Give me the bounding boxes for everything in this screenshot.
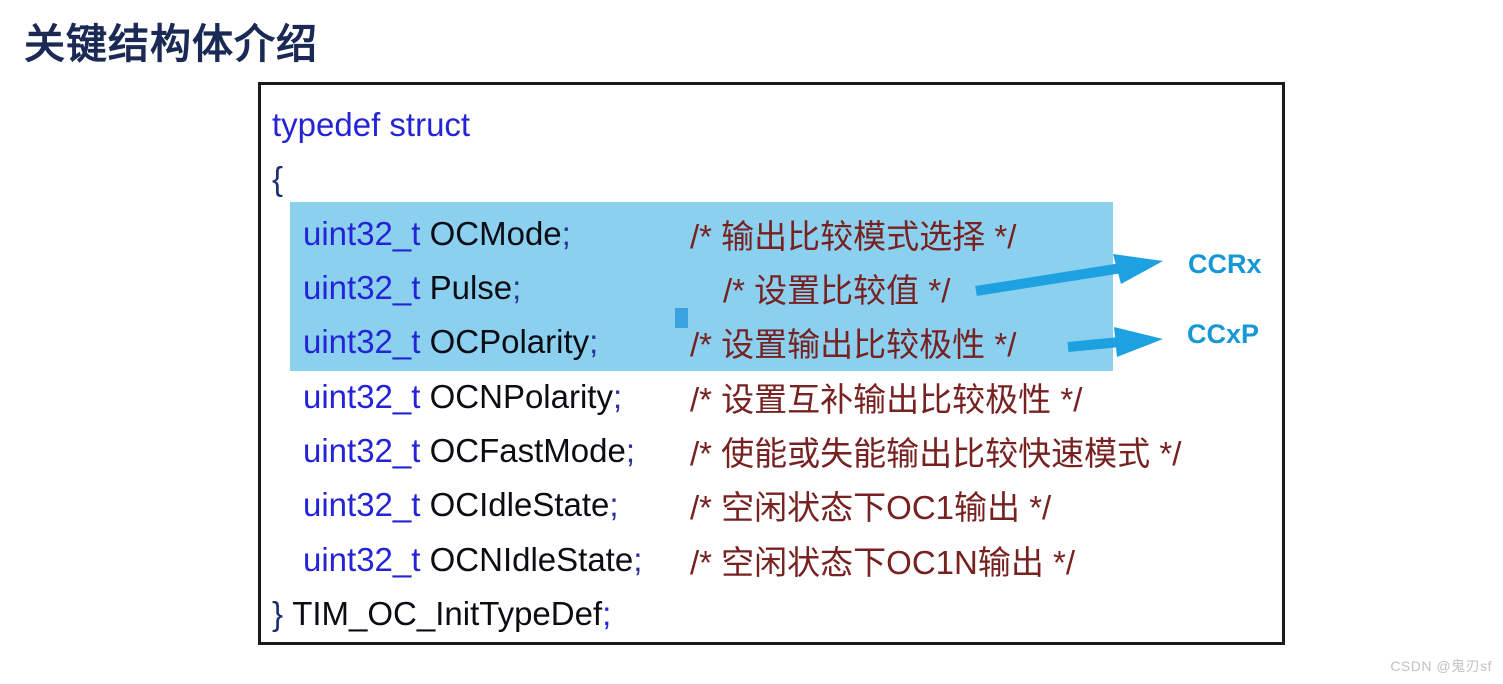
semicolon: ; <box>589 323 599 361</box>
member-name: OCNPolarity <box>429 377 613 415</box>
code-line-ocpolarity: uint32_t OCPolarity;/* 设置输出比较极性 */ <box>303 315 1282 369</box>
type-keyword: uint32_t <box>303 540 430 578</box>
code-line-footer: } TIM_OC_InitTypeDef ; <box>272 587 1282 641</box>
open-brace: { <box>272 160 284 198</box>
member-name: OCNIdleState <box>429 540 634 578</box>
close-brace: } <box>272 594 284 632</box>
type-keyword: uint32_t <box>303 323 430 361</box>
typedef-name-text: TIM_OC_InitTypeDef <box>292 594 603 632</box>
member-declaration: uint32_t OCMode; <box>303 215 690 253</box>
code-line-ocidlestate: uint32_t OCIdleState;/* 空闲状态下OC1输出 */ <box>303 478 1282 532</box>
code-line-open-brace: { <box>272 152 1282 206</box>
member-declaration: uint32_t Pulse; <box>303 269 690 307</box>
struct-code-box: typedef struct { uint32_t OCMode;/* 输出比较… <box>258 82 1285 645</box>
code-line-ocnpolarity: uint32_t OCNPolarity;/* 设置互补输出比较极性 */ <box>303 369 1282 423</box>
type-keyword: uint32_t <box>303 377 430 415</box>
ccrx-label: CCRx <box>1188 249 1262 279</box>
member-declaration: uint32_t OCNIdleState; <box>303 541 690 579</box>
member-name: Pulse <box>429 269 513 307</box>
typedef-name <box>283 595 292 633</box>
typedef-keyword: typedef struct <box>272 106 471 144</box>
type-keyword: uint32_t <box>303 431 430 469</box>
ccxp-label: CCxP <box>1187 319 1260 349</box>
semicolon: ; <box>625 431 636 469</box>
code-line-ocfastmode: uint32_t OCFastMode;/* 使能或失能输出比较快速模式 */ <box>303 424 1282 478</box>
code-line-ocmode: uint32_t OCMode;/* 输出比较模式选择 */ <box>303 207 1282 261</box>
code-line-typedef: typedef struct <box>272 98 1282 152</box>
semicolon: ; <box>633 540 643 578</box>
code-line-pulse: uint32_t Pulse; /* 设置比较值 */ <box>303 261 1282 315</box>
code-content: typedef struct { uint32_t OCMode;/* 输出比较… <box>261 85 1282 642</box>
member-comment: /* 空闲状态下OC1N输出 */ <box>690 543 1076 581</box>
member-comment: /* 空闲状态下OC1输出 */ <box>690 489 1052 527</box>
semicolon: ; <box>561 214 571 252</box>
semicolon: ; <box>612 377 623 415</box>
member-declaration: uint32_t OCIdleState; <box>303 486 690 524</box>
member-name: OCPolarity <box>429 323 590 361</box>
member-comment: /* 设置比较值 */ <box>723 272 951 310</box>
footer-semicolon: ; <box>602 594 612 632</box>
type-keyword: uint32_t <box>303 214 430 252</box>
member-comment: /* 输出比较模式选择 */ <box>690 217 1017 255</box>
selection-handle <box>675 308 688 328</box>
member-name: OCFastMode <box>429 431 626 469</box>
type-keyword: uint32_t <box>303 269 430 307</box>
member-comment: /* 使能或失能输出比较快速模式 */ <box>690 434 1182 472</box>
member-comment: /* 设置输出比较极性 */ <box>690 326 1017 364</box>
member-declaration: uint32_t OCPolarity; <box>303 323 690 361</box>
member-declaration: uint32_t OCNPolarity; <box>303 378 690 416</box>
member-comment: /* 设置互补输出比较极性 */ <box>690 380 1083 418</box>
member-name: OCMode <box>429 214 562 252</box>
watermark: CSDN @鬼刃sf <box>1390 658 1492 674</box>
semicolon: ; <box>609 486 619 524</box>
member-declaration: uint32_t OCFastMode; <box>303 432 690 470</box>
semicolon: ; <box>512 269 522 307</box>
type-keyword: uint32_t <box>303 486 430 524</box>
page-title: 关键结构体介绍 <box>24 21 318 67</box>
code-line-ocnidlestate: uint32_t OCNIdleState;/* 空闲状态下OC1N输出 */ <box>303 532 1282 586</box>
struct-members: uint32_t OCMode;/* 输出比较模式选择 */uint32_t P… <box>272 207 1282 587</box>
member-name: OCIdleState <box>429 486 610 524</box>
